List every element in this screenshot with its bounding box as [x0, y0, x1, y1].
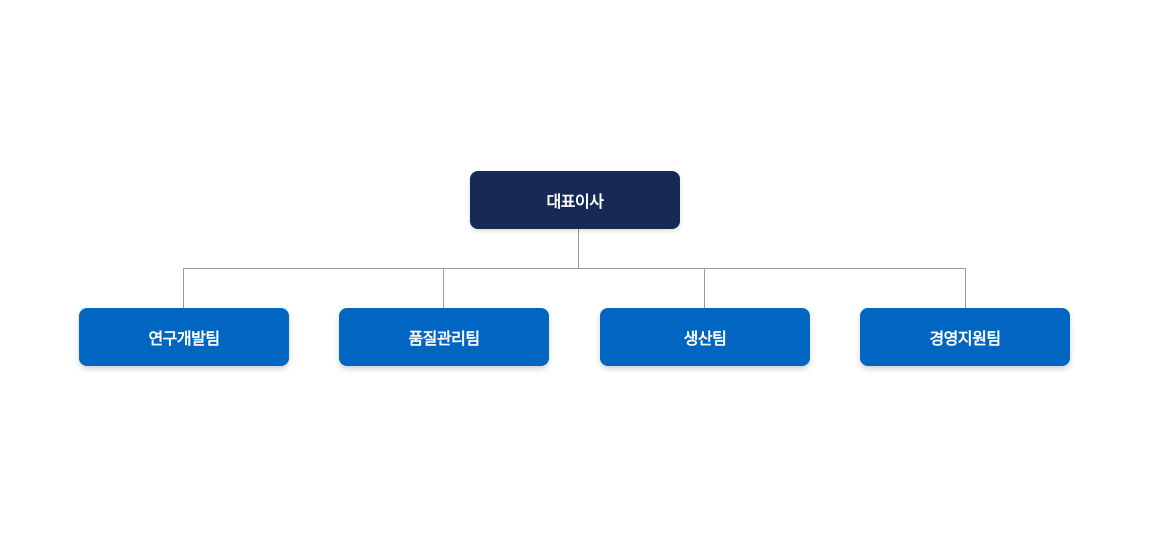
node-ceo-label: 대표이사	[546, 192, 604, 211]
node-ceo: 대표이사	[470, 171, 680, 229]
node-research-team: 연구개발팀	[79, 308, 289, 366]
node-production-team: 생산팀	[600, 308, 810, 366]
node-quality-team: 품질관리팀	[339, 308, 549, 366]
node-management-team: 경영지원팀	[860, 308, 1070, 366]
node-production-team-label: 생산팀	[683, 329, 727, 348]
node-management-team-label: 경영지원팀	[929, 329, 1001, 348]
node-research-team-label: 연구개발팀	[148, 329, 220, 348]
node-quality-team-label: 품질관리팀	[408, 329, 480, 348]
